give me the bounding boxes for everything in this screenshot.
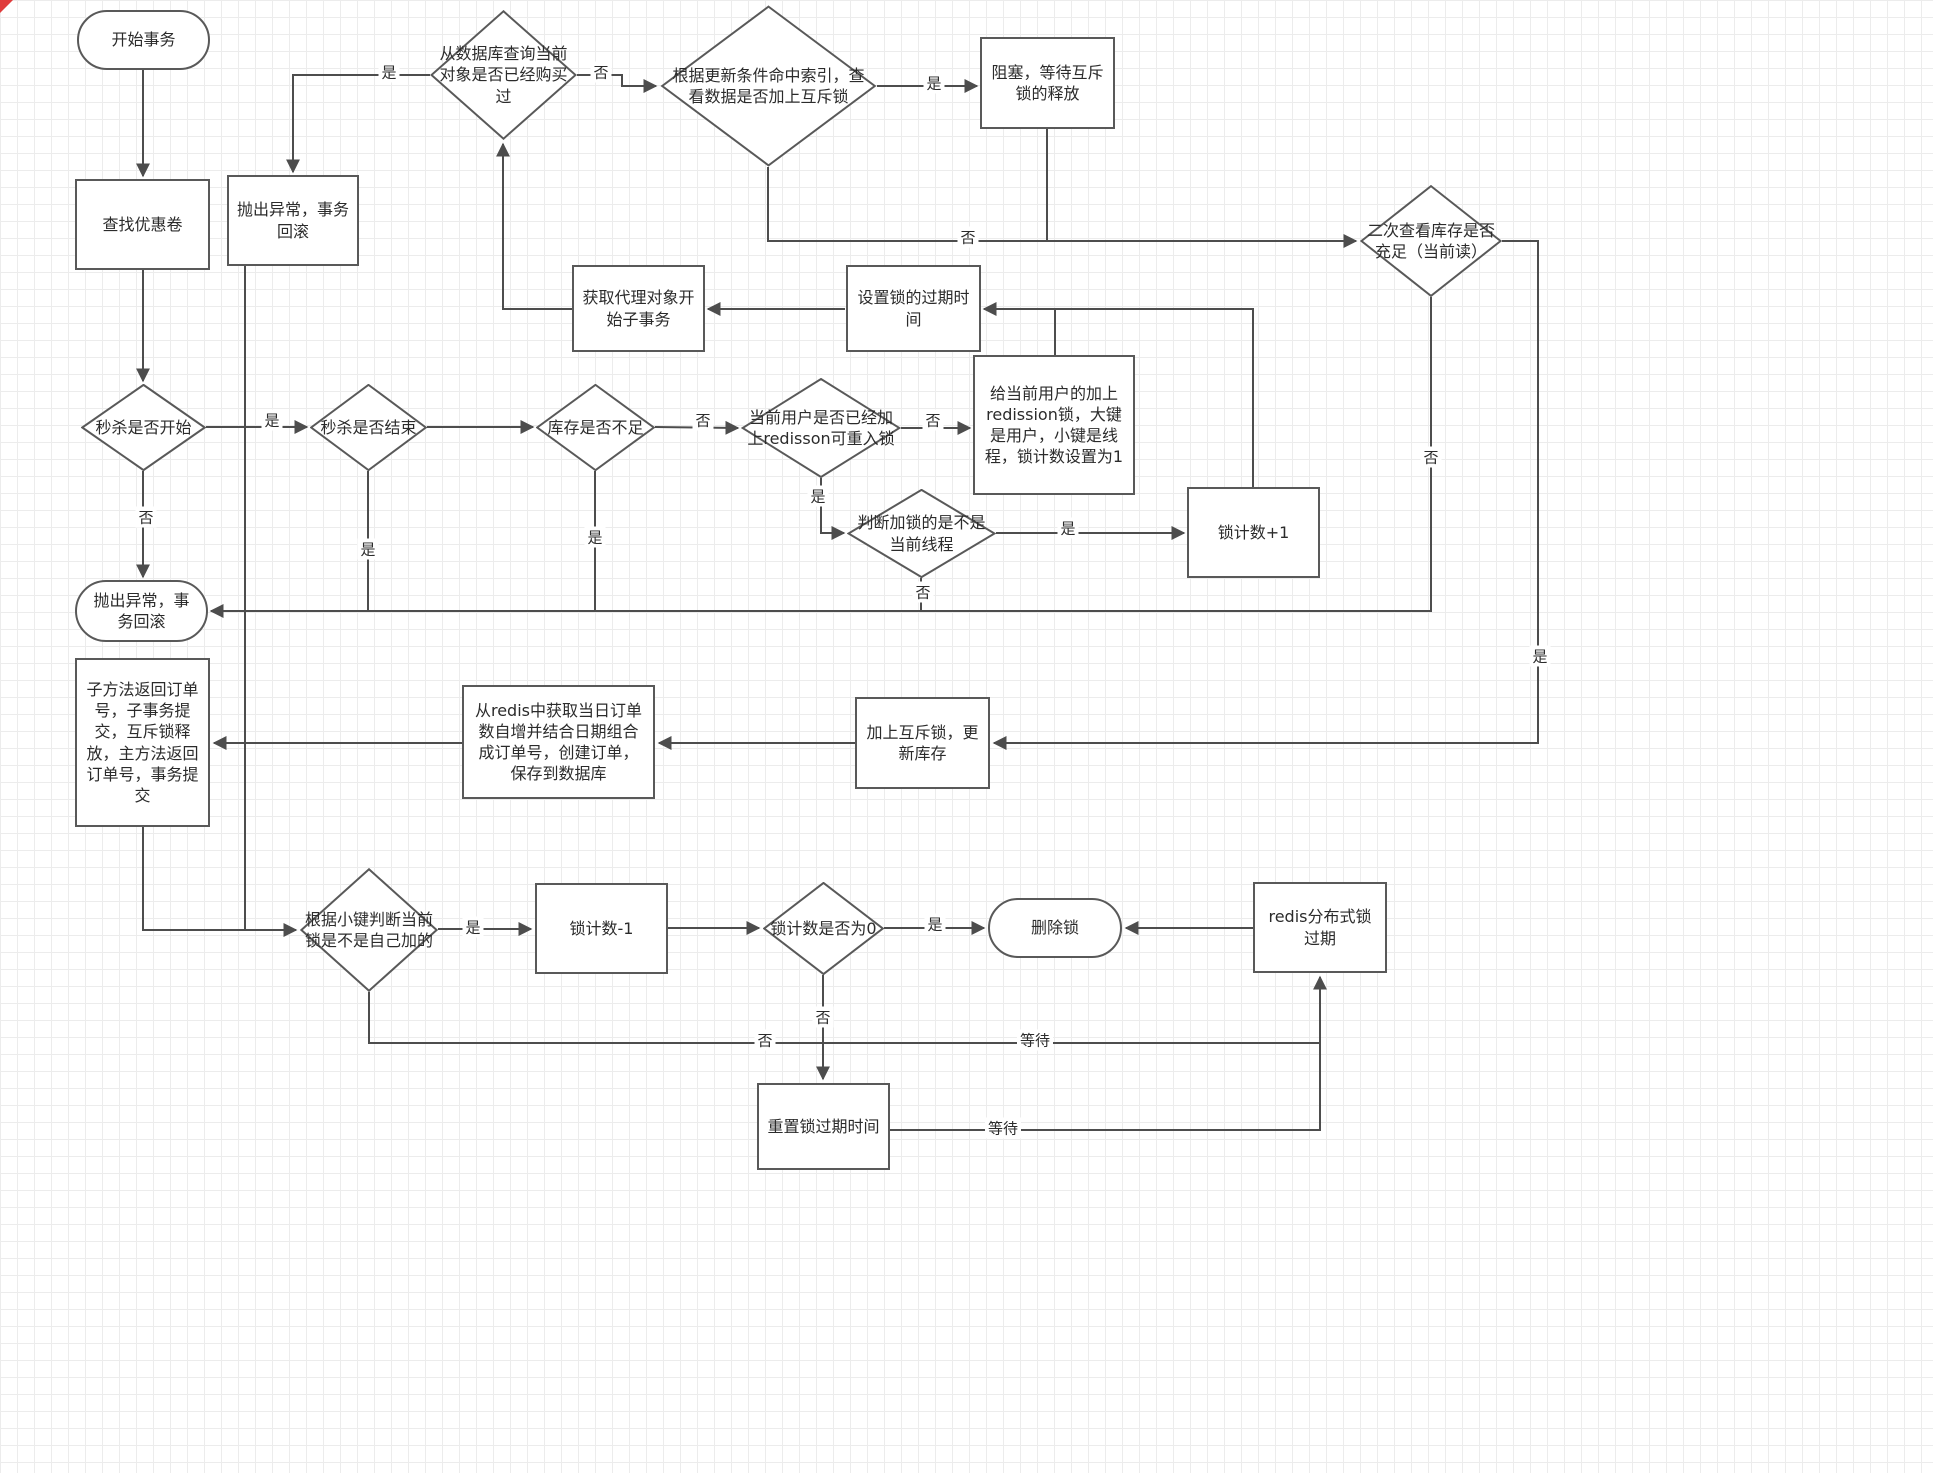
node-label: 秒杀是否结束 [320, 417, 417, 437]
edge-reset-wait [890, 975, 1327, 1131]
node-redis-lock-expire: redis分布式锁过期 [1253, 882, 1387, 973]
node-label: 库存是否不足 [547, 417, 644, 437]
diamond-shape [310, 384, 427, 471]
diamond-shape [847, 489, 996, 578]
node-label: 二次查看库存是否充足（当前读） [1366, 220, 1495, 261]
node-is-current-thread: 判断加锁的是不是当前线程 [847, 489, 996, 578]
diamond-shape [536, 384, 655, 471]
edge-label-yes: 是 [357, 538, 379, 560]
node-stock-insufficient: 库存是否不足 [536, 384, 655, 471]
edge-label-yes: 是 [923, 72, 945, 94]
edge-label-yes: 是 [1057, 517, 1079, 539]
edge-query-index [577, 74, 658, 93]
edge-query-rollbacktop [286, 74, 430, 174]
node-label: 锁计数-1 [569, 918, 634, 938]
node-label: 抛出异常，事务回滚 [237, 200, 350, 241]
node-seckill-ended: 秒杀是否结束 [310, 384, 427, 471]
node-throw-rollback-top: 抛出异常，事务回滚 [227, 175, 359, 266]
node-label: 删除锁 [1030, 918, 1079, 938]
edge-label-yes: 是 [924, 913, 946, 935]
node-label: 锁计数是否为0 [770, 918, 877, 938]
node-label: 根据更新条件命中索引，查看数据是否加上互斥锁 [672, 65, 865, 106]
node-create-order: 从redis中获取当日订单数自增并结合日期组合成订单号，创建订单，保存到数据库 [462, 685, 655, 799]
node-label: 加上互斥锁，更新库存 [866, 722, 979, 763]
node-label: 当前用户是否已经加上redisson可重入锁 [747, 407, 895, 448]
node-delete-lock: 删除锁 [988, 898, 1122, 958]
edge-index-secondcheck [767, 167, 1358, 248]
edge-label-wait: 等待 [1016, 1029, 1054, 1051]
node-label: redis分布式锁过期 [1268, 907, 1372, 948]
node-throw-rollback-mid: 抛出异常，事务回滚 [75, 580, 208, 642]
edge-label-no: 否 [754, 1029, 776, 1051]
node-lock-count-inc: 锁计数+1 [1187, 487, 1320, 578]
diamond-shape [300, 868, 438, 992]
node-submethod-commit: 子方法返回订单号，子事务提交，互斥锁释放，主方法返回订单号，事务提交 [75, 658, 210, 827]
node-label: 获取代理对象开始子事务 [582, 288, 695, 329]
node-lock-count-dec: 锁计数-1 [535, 883, 668, 974]
node-label: 锁计数+1 [1217, 522, 1290, 542]
node-start: 开始事务 [77, 10, 210, 70]
node-has-redisson-lock: 当前用户是否已经加上redisson可重入锁 [741, 378, 901, 478]
edge-label-yes: 是 [261, 409, 283, 431]
edge-submethod-ownlock [142, 827, 298, 937]
node-second-stock-check: 二次查看库存是否充足（当前读） [1360, 185, 1502, 297]
node-label: 阻塞，等待互斥锁的释放 [991, 62, 1104, 103]
edge-label-yes: 是 [584, 526, 606, 548]
node-lock-count-zero: 锁计数是否为0 [763, 882, 884, 975]
edge-label-no: 否 [1420, 446, 1442, 468]
node-label: 抛出异常，事务回滚 [93, 590, 190, 631]
node-label: 查找优惠卷 [102, 214, 183, 234]
edge-label-no: 否 [692, 409, 714, 431]
edge-label-yes: 是 [462, 916, 484, 938]
edge-label-wait: 等待 [984, 1117, 1022, 1139]
edge-label-yes: 是 [807, 485, 829, 507]
edge-ownlock-wait [368, 992, 1320, 1044]
node-label: 重置锁过期时间 [767, 1116, 880, 1136]
diamond-shape [430, 10, 577, 140]
node-index-mutex-check: 根据更新条件命中索引，查看数据是否加上互斥锁 [660, 5, 877, 167]
edge-label-no: 否 [590, 61, 612, 83]
diamond-shape [741, 378, 901, 478]
diamond-shape [763, 882, 884, 975]
node-label: 从redis中获取当日订单数自增并结合日期组合成订单号，创建订单，保存到数据库 [474, 700, 642, 784]
node-label: 根据小键判断当前锁是不是自己加的 [304, 909, 433, 950]
node-label: 子方法返回订单号，子事务提交，互斥锁释放，主方法返回订单号，事务提交 [86, 680, 199, 805]
edge-proxy-query [496, 142, 572, 310]
node-find-coupon: 查找优惠卷 [75, 179, 210, 270]
node-set-lock-expiry: 设置锁的过期时间 [846, 265, 981, 352]
node-label: 判断加锁的是不是当前线程 [857, 513, 986, 554]
node-label: 秒杀是否开始 [95, 417, 192, 437]
node-add-redission-lock: 给当前用户的加上redission锁，大键是用户，小键是线程，锁计数设置为1 [973, 355, 1135, 495]
node-get-proxy: 获取代理对象开始子事务 [572, 265, 705, 352]
edge-label-no: 否 [957, 226, 979, 248]
edge-secondcheck-mutex [992, 240, 1539, 750]
node-label: 开始事务 [111, 30, 176, 50]
corner-marker [0, 0, 13, 13]
diamond-shape [81, 384, 206, 471]
node-block-wait: 阻塞，等待互斥锁的释放 [980, 37, 1115, 129]
edge-label-yes: 是 [378, 61, 400, 83]
edge-label-no: 否 [812, 1006, 834, 1028]
node-seckill-started: 秒杀是否开始 [81, 384, 206, 471]
edge-inc-expiry [982, 302, 1254, 487]
node-check-own-lock: 根据小键判断当前锁是不是自己加的 [300, 868, 438, 992]
node-query-purchased: 从数据库查询当前对象是否已经购买过 [430, 10, 577, 140]
edge-label-no: 否 [135, 506, 157, 528]
edge-secondcheck-rollback [209, 297, 1432, 618]
node-mutex-update-stock: 加上互斥锁，更新库存 [855, 697, 990, 789]
edge-label-no: 否 [922, 409, 944, 431]
node-reset-lock-expiry: 重置锁过期时间 [757, 1083, 890, 1170]
node-label: 给当前用户的加上redission锁，大键是用户，小键是线程，锁计数设置为1 [984, 383, 1124, 467]
diamond-shape [660, 5, 877, 167]
node-label: 从数据库查询当前对象是否已经购买过 [439, 44, 568, 106]
edge-label-no: 否 [912, 581, 934, 603]
diamond-shape [1360, 185, 1502, 297]
node-label: 设置锁的过期时间 [857, 288, 970, 329]
edge-label-yes: 是 [1529, 645, 1551, 667]
